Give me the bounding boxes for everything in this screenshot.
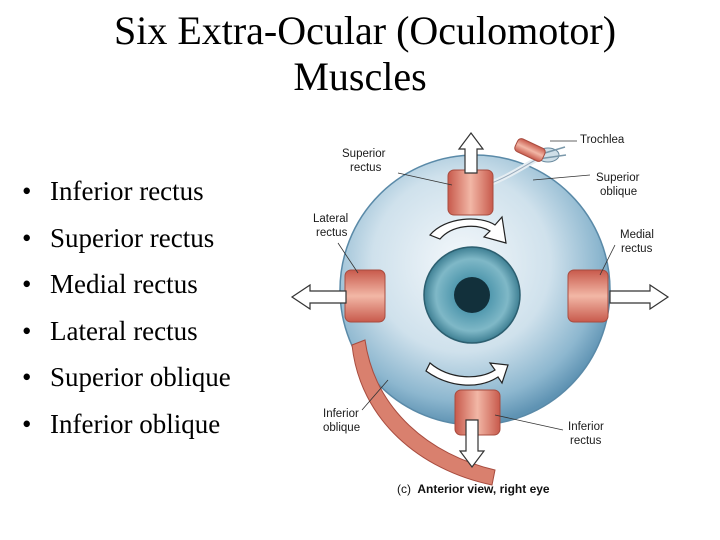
bullet-icon: • [22,408,32,439]
label-medial-rectus: Medial rectus [620,229,657,255]
bullet-icon: • [22,315,32,346]
rotation-arrow-bottom-icon [425,362,509,386]
medial-rectus-muscle [567,269,609,323]
rotation-arrow-top-icon [429,215,507,244]
inferior-oblique-muscle [351,339,496,486]
slide-title: Six Extra-Ocular (Oculomotor) Muscles [0,8,720,100]
list-item: •Medial rectus [22,261,231,308]
bullet-icon: • [22,362,32,392]
label-inferior-rectus: Inferior rectus [568,421,607,447]
list-item: •Inferior oblique [22,401,231,448]
muscle-list: •Inferior rectus •Superior rectus •Media… [22,168,231,447]
arrow-left-icon [290,283,347,311]
label-lateral-rectus: Lateral rectus [313,213,351,239]
title-line-1: Six Extra-Ocular (Oculomotor) [113,8,617,53]
eye-muscle-diagram: Trochlea Superior rectus Superior obliqu… [290,132,670,496]
list-item: •Superior oblique [22,354,231,401]
arrow-right-icon [609,283,670,311]
bullet-icon: • [22,222,32,253]
label-superior-rectus: Superior rectus [342,148,389,174]
label-trochlea: Trochlea [580,134,625,146]
title-line-2: Muscles [293,54,427,99]
bullet-icon: • [22,176,32,206]
pupil [454,277,490,313]
figure-caption: (c) Anterior view, right eye [397,482,550,496]
label-inferior-oblique: Inferior oblique [323,408,362,434]
list-item: •Inferior rectus [22,168,231,215]
arrow-up-icon [457,132,485,174]
label-superior-oblique: Superior oblique [596,172,643,198]
list-item: •Lateral rectus [22,308,231,355]
superior-oblique-muscle [514,138,546,162]
lateral-rectus-muscle [344,269,386,323]
list-item: •Superior rectus [22,215,231,262]
superior-rectus-muscle [447,169,494,216]
bullet-icon: • [22,269,32,299]
arrow-down-icon [458,419,486,468]
